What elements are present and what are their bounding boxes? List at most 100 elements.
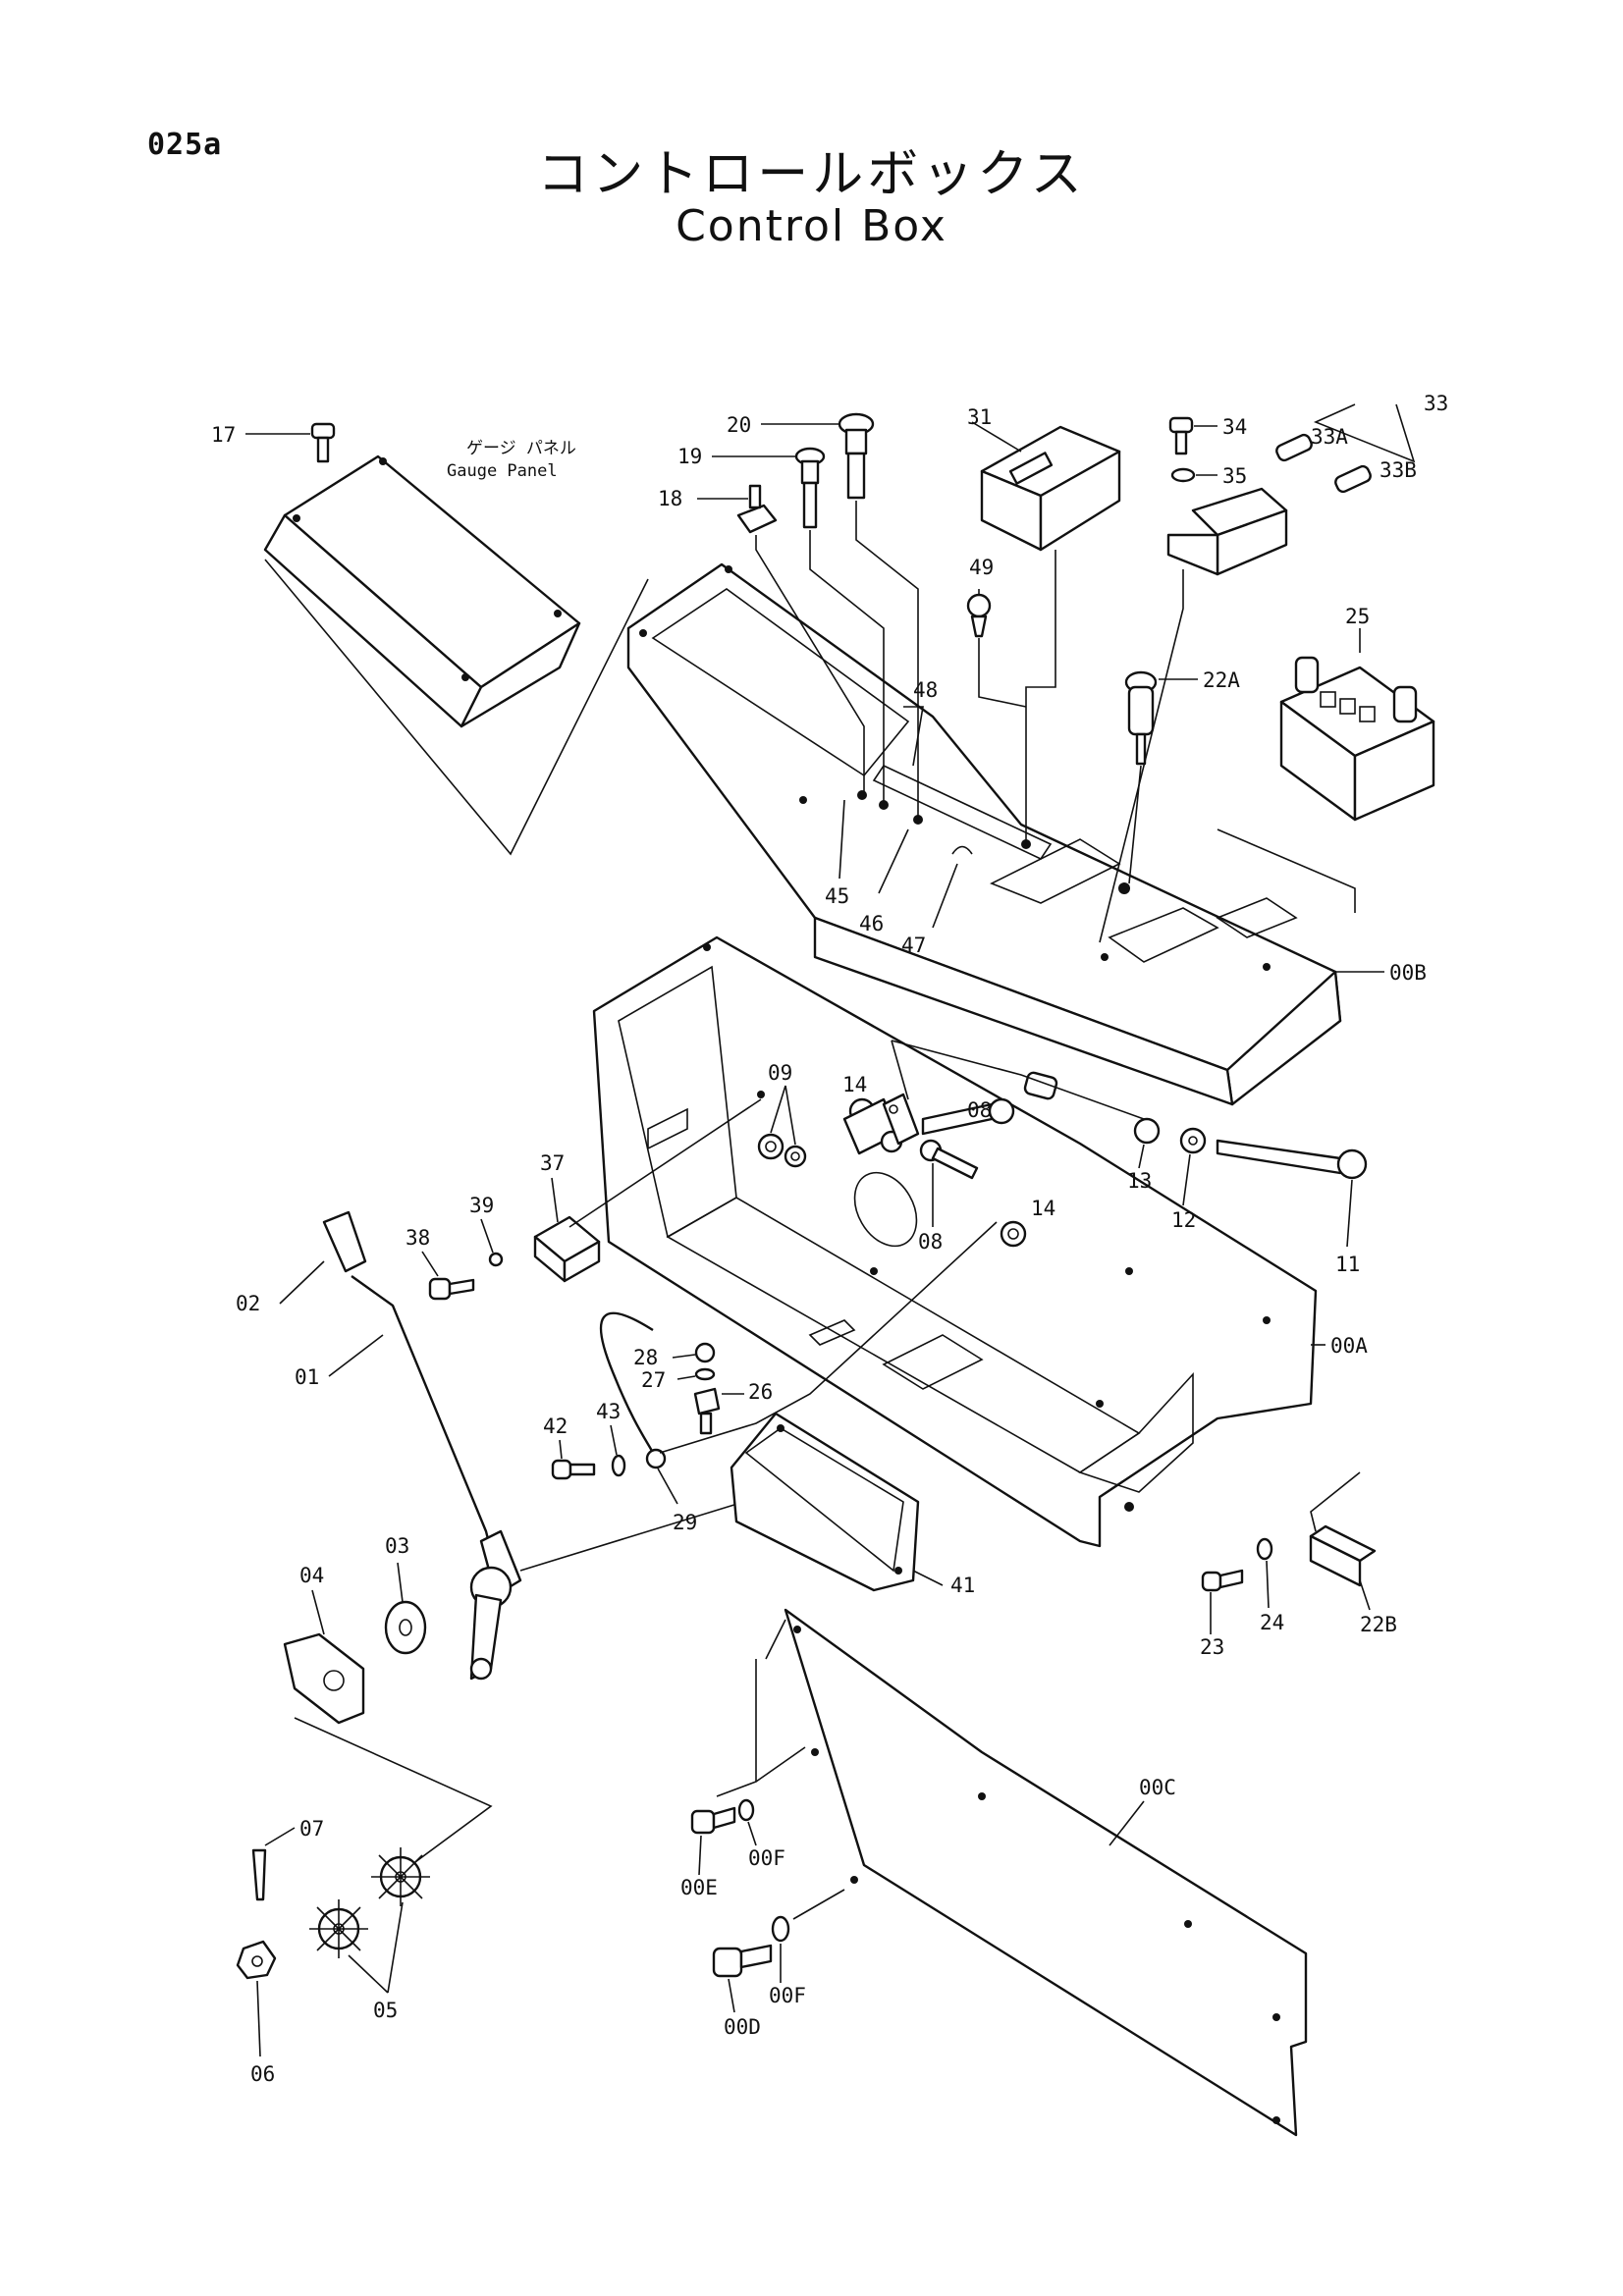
cover-41 — [730, 1412, 920, 1592]
switch-panel-25 — [1279, 656, 1435, 822]
callout-23: 23 — [1200, 1635, 1224, 1659]
callout-11: 11 — [1335, 1253, 1360, 1276]
pin-07 — [251, 1848, 267, 1901]
star-washer-05b — [371, 1847, 430, 1906]
bolt-26 — [693, 1387, 721, 1435]
washer-39 — [488, 1252, 504, 1267]
washer-27 — [694, 1367, 716, 1381]
callout-38: 38 — [406, 1226, 430, 1250]
washer-00f-2 — [771, 1915, 790, 1943]
callout-18: 18 — [658, 487, 682, 510]
star-washer-05a — [309, 1899, 368, 1958]
callout-00a: 00A — [1330, 1334, 1368, 1358]
callout-26: 26 — [748, 1380, 773, 1404]
switch-22a — [1124, 670, 1158, 766]
callout-05: 05 — [373, 1999, 398, 2022]
pad-37 — [533, 1215, 601, 1283]
callout-00f-1: 00F — [748, 1846, 785, 1870]
callout-22a: 22A — [1203, 668, 1240, 692]
callout-39: 39 — [469, 1194, 494, 1217]
callout-01: 01 — [295, 1365, 319, 1389]
callout-08a: 08 — [967, 1098, 992, 1122]
callout-22b: 22B — [1360, 1613, 1397, 1636]
callout-14a: 14 — [842, 1073, 867, 1096]
washer-00f-1 — [737, 1798, 755, 1822]
callout-46: 46 — [859, 912, 884, 935]
bolt-08b — [919, 1139, 979, 1180]
callout-24: 24 — [1260, 1611, 1284, 1634]
washer-35 — [1170, 467, 1196, 483]
callout-04: 04 — [299, 1564, 324, 1587]
callout-49: 49 — [969, 556, 994, 579]
callout-06: 06 — [250, 2062, 275, 2086]
callout-25: 25 — [1345, 605, 1370, 628]
callout-19: 19 — [677, 445, 702, 468]
callout-28: 28 — [633, 1346, 658, 1369]
screw-23 — [1201, 1569, 1244, 1592]
callout-42: 42 — [543, 1415, 568, 1438]
knob-02 — [322, 1210, 367, 1273]
callout-37: 37 — [540, 1151, 565, 1175]
callout-48: 48 — [913, 678, 938, 702]
bolt-08a — [921, 1097, 1015, 1136]
nut-28 — [694, 1342, 716, 1363]
plug-18 — [736, 484, 778, 534]
ground-cable — [599, 1311, 667, 1469]
washer-24 — [1256, 1537, 1273, 1561]
fuse-33b — [1334, 464, 1372, 494]
fuse-box-33 — [1166, 487, 1288, 576]
callout-02: 02 — [236, 1292, 260, 1315]
washer-12 — [1179, 1127, 1207, 1154]
plate-04 — [283, 1632, 365, 1725]
note-english: Gauge Panel — [447, 461, 558, 481]
bolt-00e — [690, 1806, 736, 1835]
callout-33a: 33A — [1311, 425, 1348, 449]
callout-45: 45 — [825, 884, 849, 908]
callout-34: 34 — [1222, 415, 1247, 439]
callout-33: 33 — [1424, 392, 1448, 415]
callout-00f-2: 00F — [769, 1984, 806, 2007]
bolt-11 — [1216, 1139, 1368, 1180]
callout-35: 35 — [1222, 464, 1247, 488]
callout-33b: 33B — [1380, 458, 1417, 482]
callout-09: 09 — [768, 1061, 792, 1085]
callout-47: 47 — [901, 934, 926, 957]
callout-17: 17 — [211, 423, 236, 447]
switch-20 — [838, 412, 875, 500]
lever-01 — [351, 1275, 522, 1681]
main-box-00a — [592, 935, 1318, 1548]
switch-19 — [794, 447, 826, 529]
callout-08b: 08 — [918, 1230, 943, 1254]
note-japanese: ゲージ パネル — [466, 439, 576, 458]
ashtray-31 — [980, 425, 1121, 552]
page-number: 025a — [147, 128, 223, 162]
washer-03 — [384, 1600, 427, 1655]
callout-00d: 00D — [724, 2015, 761, 2039]
bolt-00d — [712, 1944, 773, 1978]
screw-42 — [551, 1459, 596, 1480]
callout-00b: 00B — [1389, 961, 1427, 985]
washer-43 — [611, 1454, 626, 1477]
nut-09 — [757, 1133, 807, 1168]
callout-27: 27 — [641, 1368, 666, 1392]
callout-03: 03 — [385, 1534, 409, 1558]
top-cover-00b — [626, 562, 1342, 1106]
callout-31: 31 — [967, 405, 992, 429]
side-panel-00c — [784, 1608, 1308, 2137]
screw-34 — [1168, 416, 1194, 455]
clip-49 — [966, 593, 992, 638]
callout-41: 41 — [950, 1574, 975, 1597]
callout-13: 13 — [1127, 1169, 1152, 1193]
bracket-plate — [882, 1093, 920, 1146]
fuse-33a — [1275, 433, 1313, 462]
gauge-panel — [263, 454, 649, 856]
nut-14b — [1000, 1220, 1027, 1248]
screw-38 — [428, 1277, 475, 1301]
callout-12: 12 — [1171, 1208, 1196, 1232]
screw-17 — [310, 422, 336, 463]
title-english: Control Box — [676, 201, 947, 251]
nut-06 — [236, 1940, 277, 1980]
switch-22b — [1309, 1524, 1377, 1587]
